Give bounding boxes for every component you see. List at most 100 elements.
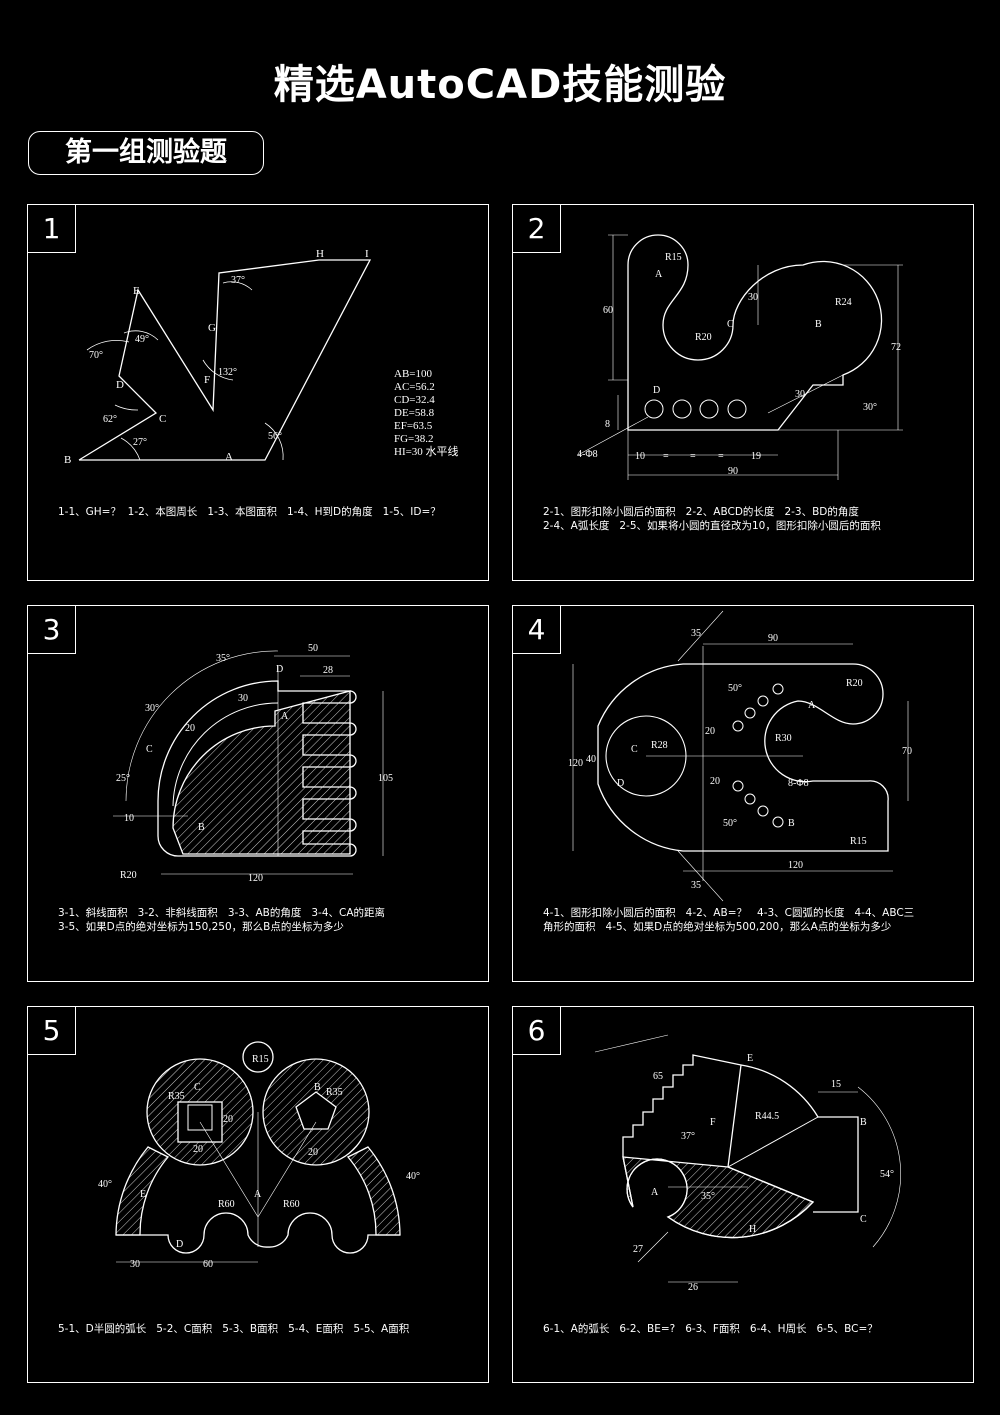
dim-label: 90 [768, 633, 778, 644]
panel-5: 5 A B C D E R15 R35 R35 20 20 20 40° 40° [27, 1006, 489, 1383]
point-label: F [710, 1117, 716, 1128]
dim-note: AB=100 [394, 368, 432, 380]
dim-label: 35 [691, 628, 701, 639]
angle-label: 27° [133, 437, 147, 448]
point-label: E [133, 285, 140, 297]
point-label: C [727, 319, 734, 330]
point-label: F [204, 374, 210, 386]
dim-label: 50° [728, 683, 742, 694]
dim-label: R35 [168, 1091, 185, 1102]
panel-number: 1 [28, 205, 76, 253]
point-label: B [815, 319, 822, 330]
dim-note: FG=38.2 [394, 433, 434, 445]
dim-label: R30 [775, 733, 792, 744]
dim-label: 20 [185, 723, 195, 734]
questions-4: 4-1、图形扣除小圆后的面积 4-2、AB=？ 4-3、C圆弧的长度 4-4、A… [543, 907, 915, 933]
point-label: I [365, 248, 369, 260]
hatched-region-e [115, 1146, 170, 1236]
angle-label: 37° [231, 275, 245, 286]
point-label: A [254, 1189, 262, 1200]
hatched-region-right [346, 1146, 401, 1236]
dim-label: 10 [124, 813, 134, 824]
outline [597, 663, 889, 852]
dim-label: 120 [788, 860, 803, 871]
point-label: C [631, 744, 638, 755]
dim-label: 60 [203, 1259, 213, 1270]
panel-number: 3 [28, 606, 76, 654]
dim-label: = [718, 451, 724, 462]
outline [157, 680, 357, 857]
angle-label: 132° [218, 367, 237, 378]
panel-1: 1 A B C D E F G H I 70° 49° 62° 27° [27, 204, 489, 581]
panel-2: 2 A B C D R15 R24 R20 60 30 72 [512, 204, 974, 581]
dim-label: 35° [216, 653, 230, 664]
point-label: B [314, 1082, 321, 1093]
point-label: D [276, 664, 283, 675]
dim-label: 60 [603, 305, 613, 316]
panel-number: 2 [513, 205, 561, 253]
outline [78, 259, 372, 461]
dim-label: 54° [880, 1169, 894, 1180]
questions-2: 2-1、图形扣除小圆后的面积 2-2、ABCD的长度 2-3、BD的角度 2-4… [543, 506, 881, 532]
dim-label: R35 [326, 1087, 343, 1098]
dim-label: 37° [681, 1131, 695, 1142]
point-label: B [860, 1117, 867, 1128]
drawing-6: A B C E F H 65 R44.5 15 37° 54° 35° 27 2… [594, 1034, 901, 1293]
questions-3: 3-1、斜线面积 3-2、非斜线面积 3-3、AB的角度 3-4、CA的距离 3… [58, 907, 386, 933]
dim-label: 20 [710, 776, 720, 787]
dim-label: R44.5 [755, 1111, 779, 1122]
point-label: C [146, 744, 153, 755]
dim-label: R20 [846, 678, 863, 689]
angle-label: 49° [135, 334, 149, 345]
point-label: A [281, 711, 289, 722]
dim-label: 30 [238, 693, 248, 704]
point-label: D [617, 778, 624, 789]
point-label: A [808, 700, 816, 711]
dim-label: R20 [695, 332, 712, 343]
questions-1: 1-1、GH=？ 1-2、本图周长 1-3、本图面积 1-4、H到D的角度 1-… [58, 506, 441, 518]
dim-label: 72 [891, 342, 901, 353]
drawing-1: A B C D E F G H I 70° 49° 62° 27° 37° 13… [64, 248, 459, 466]
dim-label: 20 [223, 1114, 233, 1125]
point-label: B [788, 818, 795, 829]
point-label: A [655, 269, 663, 280]
dim-label: 30° [145, 703, 159, 714]
dim-label: 30 [748, 292, 758, 303]
point-label: D [116, 379, 124, 391]
dim-label: 26 [688, 1282, 698, 1293]
dim-label: 120 [248, 873, 263, 884]
dim-label: 30 [795, 389, 805, 400]
outline [116, 1212, 400, 1254]
dim-label: 10 [635, 451, 645, 462]
dim-label: 25° [116, 773, 130, 784]
dim-label: R24 [835, 297, 852, 308]
dim-label: R60 [283, 1199, 300, 1210]
point-label: B [198, 822, 205, 833]
dim-note: CD=32.4 [394, 394, 435, 406]
dim-label: 8 [605, 419, 610, 430]
point-label: C [194, 1082, 201, 1093]
point-label: A [651, 1187, 659, 1198]
dim-label: 20 [308, 1147, 318, 1158]
dim-label: 90 [728, 466, 738, 477]
dim-label: 28 [323, 665, 333, 676]
dim-label: 120 [568, 758, 583, 769]
dim-label: 35° [701, 1191, 715, 1202]
drawing-5: A B C D E R15 R35 R35 20 20 20 40° 40° R… [98, 1041, 420, 1270]
angle-label: 62° [103, 414, 117, 425]
dim-label: 8-Φ8 [788, 778, 809, 789]
angle-label: 70° [89, 350, 103, 361]
drawing-3: A B C D 35° 30° 25° 30 20 50 28 105 10 R… [113, 643, 393, 884]
panel-6: 6 A B C E F H 65 R44.5 15 37° 54° 35° 27… [512, 1006, 974, 1383]
point-label: C [860, 1214, 867, 1225]
point-label: H [749, 1224, 756, 1235]
dim-label: R20 [120, 870, 137, 881]
drawing-4: A B C D 35 90 R20 50° R28 20 R30 120 40 … [568, 610, 912, 902]
point-label: E [747, 1053, 753, 1064]
panel-number: 5 [28, 1007, 76, 1055]
dim-label: 70 [902, 746, 912, 757]
dim-note: AC=56.2 [394, 381, 435, 393]
hatched-region [172, 690, 351, 855]
panel-number: 6 [513, 1007, 561, 1055]
panel-3: 3 A B C D 35° 30° 25° 30 20 50 28 105 10… [27, 605, 489, 982]
